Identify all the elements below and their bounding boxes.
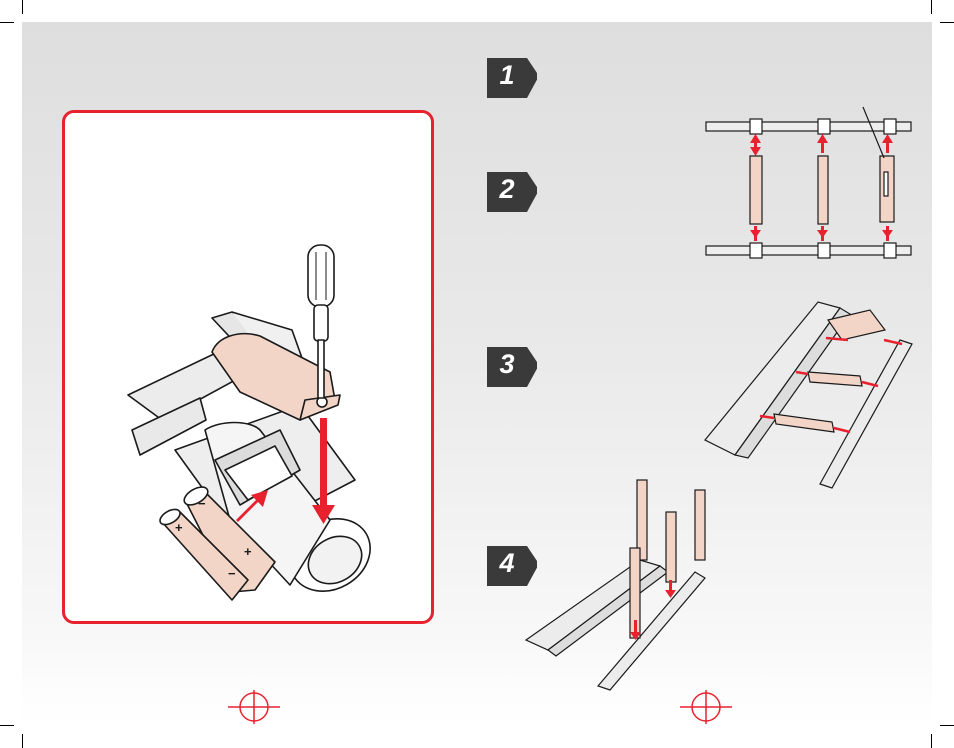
registration-mark-icon (680, 690, 732, 724)
registration-mark-icon (228, 690, 280, 724)
